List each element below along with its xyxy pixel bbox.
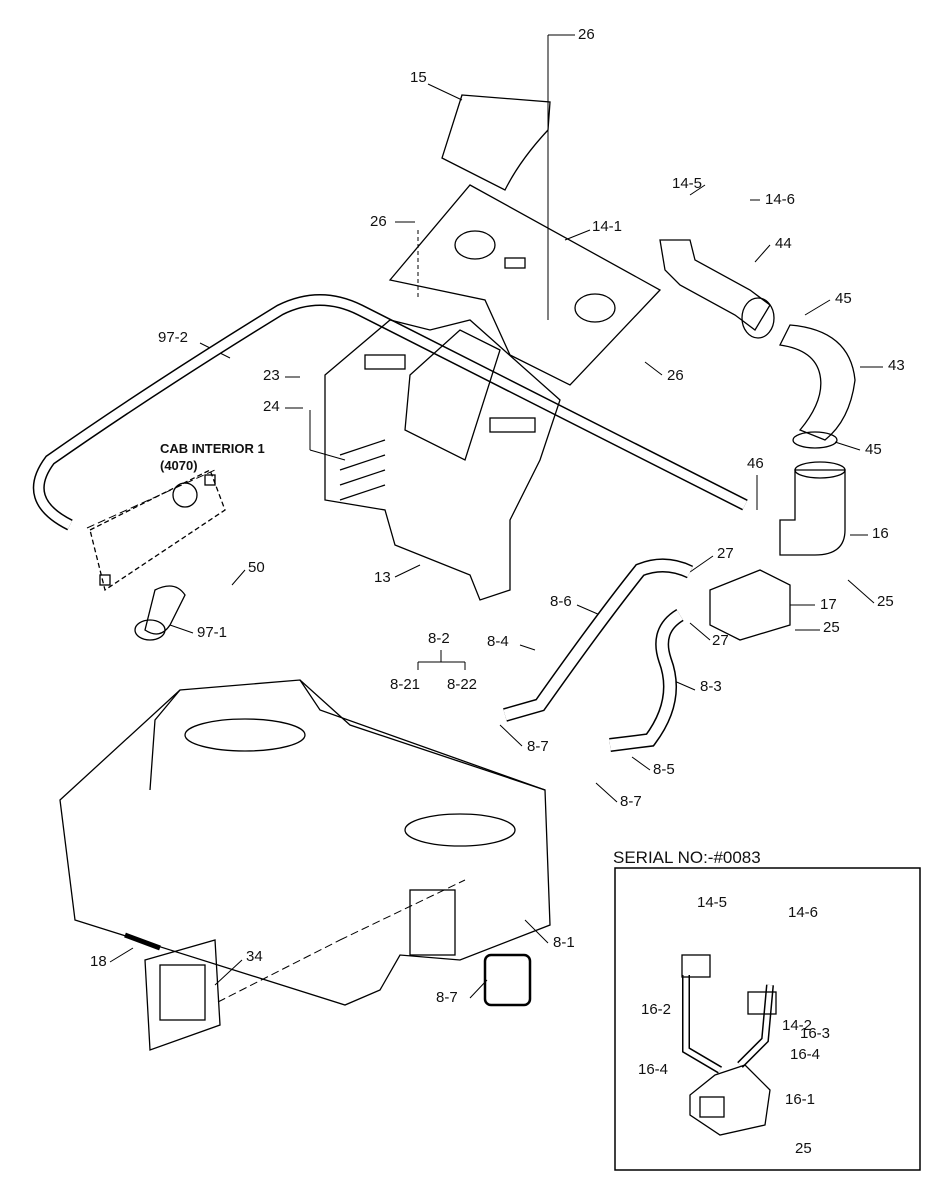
inset-callout-16-2: 16-2 bbox=[641, 1001, 672, 1018]
inset-callout-14-5: 14-5 bbox=[697, 894, 728, 911]
part-34-plate bbox=[144, 939, 221, 1051]
callout-25: 25 bbox=[877, 593, 894, 610]
callout-26: 26 bbox=[578, 26, 595, 43]
inset-callout-16-4: 16-4 bbox=[638, 1061, 669, 1078]
callout-27: 27 bbox=[712, 632, 729, 649]
callout-8-1: 8-1 bbox=[553, 934, 575, 951]
part-43-hose bbox=[779, 324, 856, 441]
inset-callout-14-6: 14-6 bbox=[788, 904, 819, 921]
callout-23: 23 bbox=[263, 367, 280, 384]
callout-17: 17 bbox=[820, 596, 837, 613]
callout-50: 50 bbox=[248, 559, 265, 576]
part-16-elbow bbox=[779, 469, 846, 556]
callout-44: 44 bbox=[775, 235, 792, 252]
callout-15: 15 bbox=[410, 69, 427, 86]
callout-45: 45 bbox=[865, 441, 882, 458]
part-8-1-cover bbox=[59, 679, 551, 1006]
cab-interior-note: CAB INTERIOR 1 bbox=[160, 441, 265, 456]
serial-number-title: SERIAL NO:-#0083 bbox=[613, 848, 761, 867]
vent-louvers bbox=[339, 439, 386, 501]
callout-8-3: 8-3 bbox=[700, 678, 722, 695]
part-17-box bbox=[709, 569, 791, 641]
inset-callout-16-3: 16-3 bbox=[800, 1025, 831, 1042]
callout-16: 16 bbox=[872, 525, 889, 542]
callout-97-2: 97-2 bbox=[158, 329, 189, 346]
part-15-cover bbox=[441, 94, 551, 191]
callout-46: 46 bbox=[747, 455, 764, 472]
inset-callout-25: 25 bbox=[795, 1140, 812, 1157]
callout-97-1: 97-1 bbox=[197, 624, 228, 641]
part-18-bolt bbox=[124, 932, 161, 951]
callout-8-5: 8-5 bbox=[653, 761, 675, 778]
callout-34: 34 bbox=[246, 948, 263, 965]
callout-8-7: 8-7 bbox=[620, 793, 642, 810]
callout-8-4: 8-4 bbox=[487, 633, 509, 650]
inset-callout-14-2: 14-2 bbox=[782, 1017, 813, 1034]
inset-callout-16-1: 16-1 bbox=[785, 1091, 816, 1108]
inset-callout-16-4: 16-4 bbox=[790, 1046, 821, 1063]
callout-27: 27 bbox=[717, 545, 734, 562]
callout-8-21: 8-21 bbox=[390, 676, 421, 693]
callout-8-2: 8-2 bbox=[428, 630, 450, 647]
callout-18: 18 bbox=[90, 953, 107, 970]
callout-26: 26 bbox=[667, 367, 684, 384]
callout-14-5: 14-5 bbox=[672, 175, 703, 192]
part-13-panel bbox=[324, 319, 561, 601]
callout-14-6: 14-6 bbox=[765, 191, 796, 208]
callout-8-7: 8-7 bbox=[436, 989, 458, 1006]
callout-8-6: 8-6 bbox=[550, 593, 572, 610]
callout-43: 43 bbox=[888, 357, 905, 374]
cab-interior-plate bbox=[89, 469, 226, 592]
callout-14-1: 14-1 bbox=[592, 218, 623, 235]
callout-13: 13 bbox=[374, 569, 391, 586]
serial-inset-frame bbox=[614, 867, 921, 1171]
part-97-2-pipe bbox=[32, 294, 748, 531]
part-97-1-duct bbox=[144, 585, 186, 635]
part-8-7-gasket bbox=[483, 953, 532, 1007]
part-44-duct bbox=[659, 239, 771, 331]
callout-8-7: 8-7 bbox=[527, 738, 549, 755]
callout-8-22: 8-22 bbox=[447, 676, 478, 693]
part-14-1-plate bbox=[388, 184, 662, 386]
callout-24: 24 bbox=[263, 398, 280, 415]
callout-25: 25 bbox=[823, 619, 840, 636]
cab-interior-code: (4070) bbox=[160, 458, 198, 473]
callout-45: 45 bbox=[835, 290, 852, 307]
callout-26: 26 bbox=[370, 213, 387, 230]
part-16-1-elbow bbox=[689, 1064, 771, 1136]
